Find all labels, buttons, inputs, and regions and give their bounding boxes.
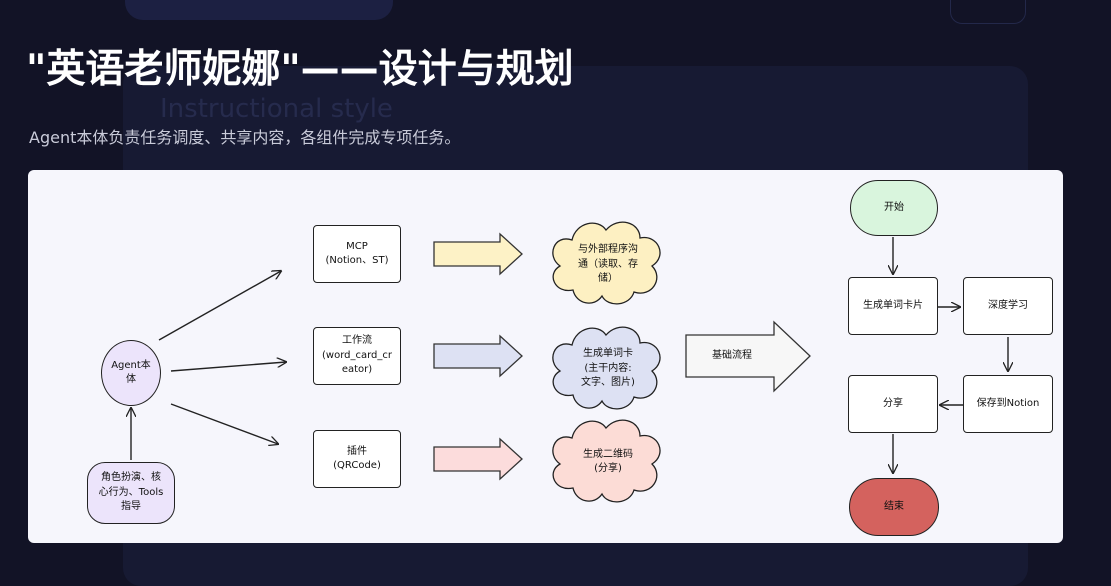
block-arrow-plugin [433, 437, 523, 481]
block-arrow-workflow [433, 334, 523, 378]
cloud-card [552, 326, 661, 410]
flow-deep-learning-node: 深度学习 [963, 277, 1053, 335]
cloud-qr [552, 419, 661, 503]
mcp-node: MCP (Notion、ST) [313, 225, 401, 283]
arrow-agent-to-workflow [170, 362, 286, 372]
background-top-pill [125, 0, 393, 20]
architecture-diagram: Agent本 体 角色扮演、核 心行为、Tools 指导 MCP (Notion… [28, 170, 1063, 543]
agent-node: Agent本 体 [101, 340, 161, 406]
workflow-node: 工作流 (word_card_cr eator) [313, 327, 401, 385]
diagram-connectors [28, 221, 1063, 503]
arrow-agent-to-plugin [170, 403, 278, 444]
big-arrow-label: 基础流程 [712, 349, 752, 361]
plugin-node: 插件 (QRCode) [313, 430, 401, 488]
page-title: "英语老师妮娜"——设计与规划 [26, 47, 574, 92]
background-ghost-text: Instructional style [160, 94, 393, 124]
flow-save-notion-node: 保存到Notion [963, 375, 1053, 433]
cloud-card-label: 生成单词卡 (主干内容: 文字、图片) [581, 348, 635, 389]
cloud-external-label: 与外部程序沟 通（读取、存 储） [578, 244, 638, 285]
block-arrow-mcp [433, 232, 523, 276]
background-top-right-shape [950, 0, 1026, 24]
flow-start-node: 开始 [850, 180, 938, 236]
flow-generate-card-node: 生成单词卡片 [848, 277, 938, 335]
flow-end-node: 结束 [849, 478, 939, 536]
flow-share-node: 分享 [848, 375, 938, 433]
big-arrow-basic-flow [685, 320, 811, 393]
cloud-qr-label: 生成二维码 (分享) [583, 448, 633, 475]
cloud-external [552, 221, 661, 305]
page-subtitle: Agent本体负责任务调度、共享内容，各组件完成专项任务。 [29, 128, 461, 147]
role-node: 角色扮演、核 心行为、Tools 指导 [87, 462, 175, 524]
arrow-agent-to-mcp [158, 271, 281, 341]
